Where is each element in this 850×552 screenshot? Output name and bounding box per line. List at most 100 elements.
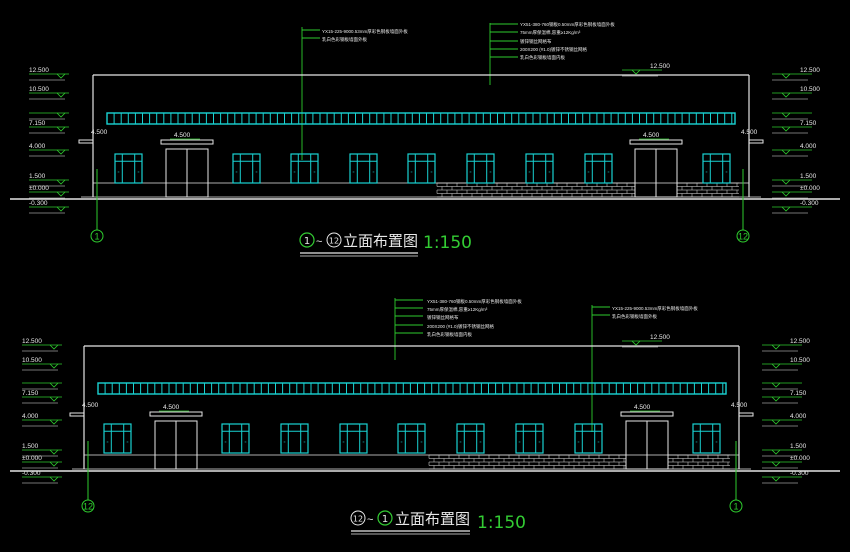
note-b-3: 镀锌钢丝网格布 <box>427 314 459 321</box>
window-frame <box>232 153 261 184</box>
canopy-level-value: 4.500 <box>82 402 99 409</box>
level-value: 1.500 <box>800 173 817 180</box>
axis-bubble-12 <box>350 510 366 526</box>
note-leader-a <box>301 27 320 160</box>
axis-bubble: 12 <box>81 499 95 513</box>
level-value: 12.500 <box>22 338 42 345</box>
note-b-3: 镀锌钢丝网格布 <box>520 38 552 45</box>
note-b-1: YX51-380-760钢板0.50mm厚彩色钢板墙面外板 <box>520 21 615 28</box>
window-frame <box>407 153 436 184</box>
door <box>149 411 203 470</box>
level-mark-right: 7.150 <box>772 120 817 134</box>
level-triangle-icon <box>781 191 791 197</box>
note-b-2: 75mm厚保温棉,容重≥12Kg/m³ <box>520 29 581 36</box>
level-mark-left: 4.000 <box>29 143 69 157</box>
level-mark-left: 1.500 <box>29 173 69 187</box>
note-a-1: YX15-225-9000.53mm厚彩色钢板墙面外板 <box>612 305 698 312</box>
window <box>574 423 603 454</box>
level-triangle-icon <box>771 476 781 482</box>
title-text: 立面布置图 <box>395 511 470 528</box>
title-text: 立面布置图 <box>343 233 418 250</box>
level-triangle-icon <box>771 396 781 402</box>
window-frame <box>692 423 721 454</box>
door-canopy <box>629 139 683 145</box>
title-from-axis: 12 <box>353 515 363 524</box>
axis-bubble: 1 <box>90 229 104 243</box>
level-value: 4.000 <box>22 413 39 420</box>
level-triangle-icon <box>781 179 791 185</box>
level-value: 7.150 <box>800 120 817 127</box>
clerestory-frame <box>106 112 736 125</box>
level-value: 1.500 <box>790 443 807 450</box>
level-value: ±0.000 <box>22 455 42 462</box>
note-b-4: 200X200 (#1.0)镀锌不锈钢丝网格 <box>427 323 495 330</box>
level-mark-left <box>22 382 62 390</box>
window-frame <box>456 423 485 454</box>
level-value: 7.150 <box>22 390 39 397</box>
door-canopy-level-value: 4.500 <box>174 132 191 139</box>
window-frame <box>525 153 554 184</box>
level-value: 1.500 <box>29 173 46 180</box>
level-triangle-icon <box>631 69 641 75</box>
level-mark-right: 7.150 <box>762 390 807 404</box>
level-mark-left: 10.500 <box>22 357 62 371</box>
level-mark-left: 7.150 <box>29 120 69 134</box>
note-a-2: 乳白色彩钢板墙面外板 <box>322 36 367 43</box>
window <box>397 423 426 454</box>
brick-plinth <box>428 454 626 470</box>
window <box>692 423 721 454</box>
title-from-axis: 1 <box>304 236 310 247</box>
level-value: 7.150 <box>790 390 807 397</box>
brick-plinth <box>676 182 739 198</box>
door-canopy <box>160 139 214 145</box>
level-triangle-icon <box>771 419 781 425</box>
axis-bubble-12 <box>326 232 342 248</box>
level-value: 10.500 <box>29 86 49 93</box>
window-frame <box>397 423 426 454</box>
level-triangle-icon <box>56 191 66 197</box>
title-scale: 1:150 <box>423 233 472 253</box>
window-frame <box>349 153 378 184</box>
title-sep: ~ <box>367 514 373 526</box>
level-mark-left: 10.500 <box>29 86 69 100</box>
level-mark-right: 1.500 <box>772 173 817 187</box>
level-triangle-icon <box>781 126 791 132</box>
level-value: 4.000 <box>29 143 46 150</box>
level-triangle-icon <box>49 363 59 369</box>
level-mark-right: ±0.000 <box>762 455 810 469</box>
level-triangle-icon <box>49 476 59 482</box>
level-value: 4.000 <box>790 413 807 420</box>
window <box>114 153 143 184</box>
level-mark-left: -0.300 <box>22 470 62 484</box>
axis-circle <box>90 229 104 243</box>
level-triangle-icon <box>781 73 791 79</box>
door <box>629 139 683 198</box>
level-value: 7.150 <box>29 120 46 127</box>
window-frame <box>574 423 603 454</box>
level-mark-right: 10.500 <box>772 86 820 100</box>
side-canopy-left <box>69 412 85 417</box>
level-value: 1.500 <box>22 443 39 450</box>
canopy-level-value: 4.500 <box>91 129 108 136</box>
level-triangle-icon <box>771 449 781 455</box>
window <box>407 153 436 184</box>
level-value: 12.500 <box>790 338 810 345</box>
level-value: -0.300 <box>800 200 819 207</box>
window-frame <box>466 153 495 184</box>
brick-plinth <box>667 454 730 470</box>
title-to-axis: 1 <box>382 514 388 525</box>
roof-level-mark: 12.500 <box>622 334 670 348</box>
title-sep: ~ <box>316 236 322 248</box>
level-triangle-icon <box>781 149 791 155</box>
note-b-1: YX51-380-760钢板0.50mm厚彩色钢板墙面外板 <box>427 298 522 305</box>
note-b-5: 乳白色彩钢板墙面内板 <box>427 331 472 338</box>
level-value: 10.500 <box>800 86 820 93</box>
level-mark-left: 12.500 <box>22 338 62 352</box>
level-mark-right: ±0.000 <box>772 185 820 199</box>
level-triangle-icon <box>56 112 66 118</box>
window <box>232 153 261 184</box>
roof-level-mark: 12.500 <box>622 63 670 77</box>
note-a-1: YX15-225-9000.53mm厚彩色钢板墙面外板 <box>322 28 408 35</box>
level-mark-left: ±0.000 <box>22 455 62 469</box>
side-canopy-right <box>738 412 754 417</box>
